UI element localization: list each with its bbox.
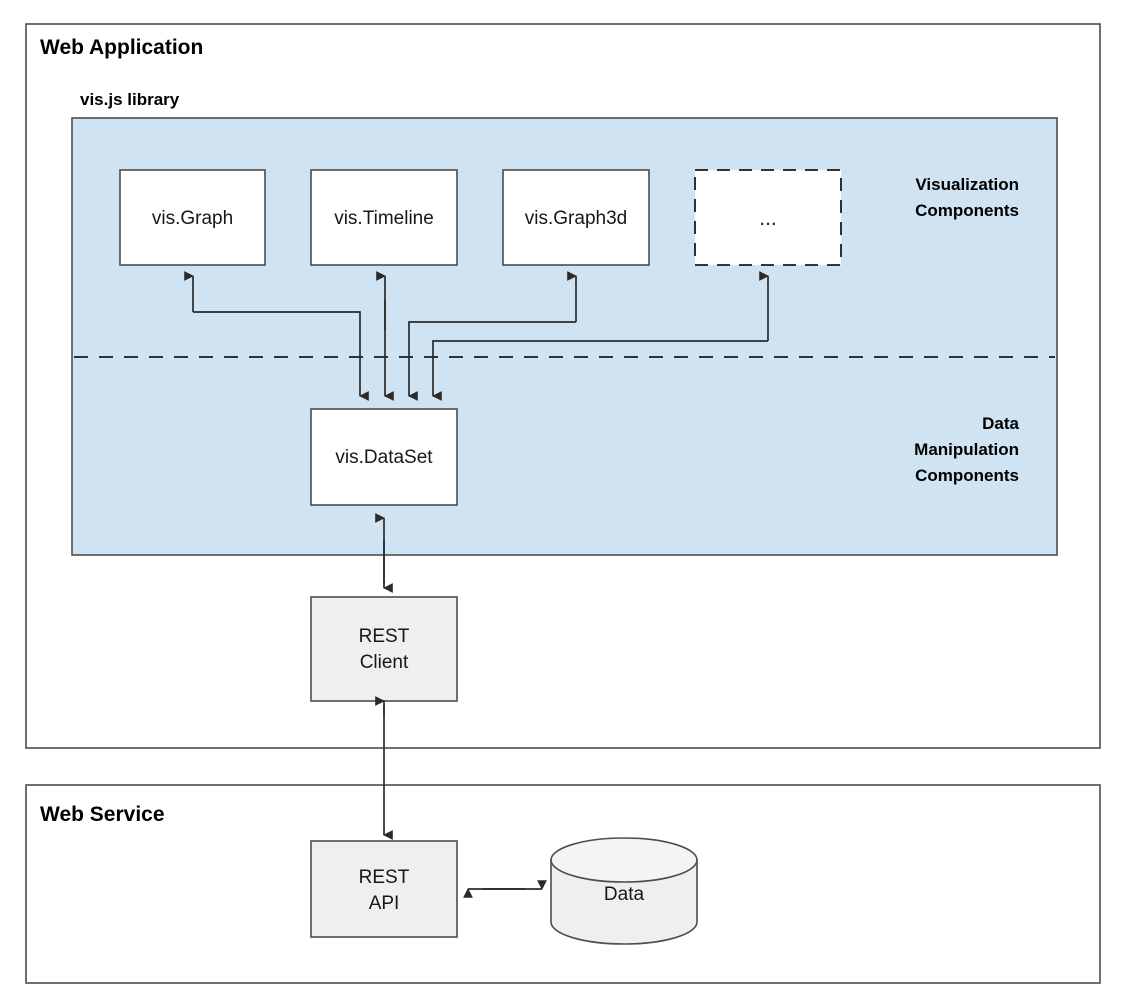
- more-components-box[interactable]: [694, 169, 842, 266]
- visualization-label-line2: Components: [915, 201, 1019, 220]
- node-vis-timeline[interactable]: vis.Timeline: [310, 169, 458, 266]
- data-label-line1: Data: [982, 414, 1019, 433]
- web-application-title: Web Application: [40, 36, 203, 59]
- rest-api-label-line1: REST: [359, 867, 410, 888]
- rest-client-box[interactable]: [310, 596, 458, 702]
- web-service-title: Web Service: [40, 803, 165, 826]
- vis-graph3d-label: vis.Graph3d: [525, 208, 627, 229]
- node-rest-client[interactable]: REST Client: [310, 596, 458, 702]
- node-more-components[interactable]: ...: [694, 169, 842, 266]
- datastore-label: Data: [604, 884, 645, 905]
- data-label-line3: Components: [915, 466, 1019, 485]
- rest-api-label-line2: API: [369, 893, 400, 914]
- connector-vis-graph3d-dataset: [407, 271, 578, 401]
- node-datastore[interactable]: Data: [550, 837, 698, 945]
- visjs-library-group: vis.js library Visualization Components …: [71, 90, 1058, 556]
- visualization-label-line1: Visualization: [915, 175, 1019, 194]
- vis-graph3d-box[interactable]: [502, 169, 650, 266]
- datastore-cylinder-body[interactable]: [550, 859, 698, 945]
- more-components-label: ...: [759, 207, 777, 230]
- node-vis-graph[interactable]: vis.Graph: [119, 169, 266, 266]
- connector-vis-graph3d-down: [407, 321, 576, 401]
- vis-timeline-box[interactable]: [310, 169, 458, 266]
- visjs-library-title: vis.js library: [80, 90, 180, 109]
- vis-dataset-box[interactable]: [310, 408, 458, 506]
- rest-api-box[interactable]: [310, 840, 458, 938]
- vis-graph-label: vis.Graph: [152, 208, 233, 229]
- node-vis-dataset[interactable]: vis.DataSet: [310, 408, 458, 506]
- node-vis-graph3d[interactable]: vis.Graph3d: [502, 169, 650, 266]
- connector-vis-graph-down: [193, 311, 369, 401]
- connector-more-components-dataset: [431, 271, 770, 401]
- vis-timeline-label: vis.Timeline: [334, 208, 434, 229]
- vis-dataset-label: vis.DataSet: [335, 447, 433, 468]
- connector-more-components-down: [431, 340, 768, 401]
- vis-graph-box[interactable]: [119, 169, 266, 266]
- visualization-components-label: Visualization Components: [915, 175, 1019, 220]
- data-manipulation-components-label: Data Manipulation Components: [914, 414, 1019, 485]
- rest-client-label-line1: REST: [359, 626, 410, 647]
- data-label-line2: Manipulation: [914, 440, 1019, 459]
- rest-client-label-line2: Client: [360, 652, 409, 673]
- node-rest-api[interactable]: REST API: [310, 840, 458, 938]
- connector-vis-graph-dataset: [184, 271, 369, 401]
- datastore-cylinder-top: [550, 837, 698, 883]
